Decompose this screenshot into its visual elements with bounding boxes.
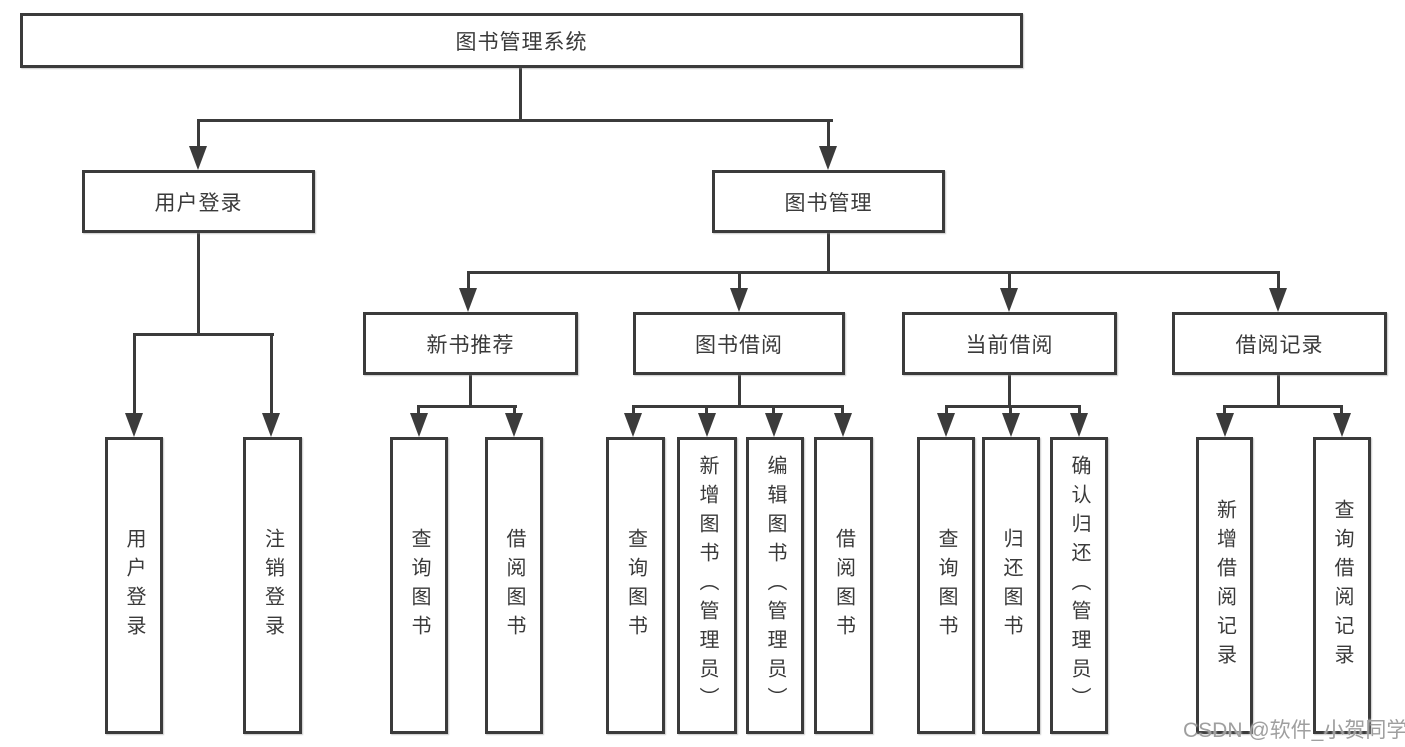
connector-drop xyxy=(1223,405,1226,417)
node-new-book-recommend-label: 新书推荐 xyxy=(426,333,515,357)
node-current-borrow-label: 当前借阅 xyxy=(965,333,1054,357)
leaf-query-book-newrec-label: 查询图书 xyxy=(408,527,430,644)
connector-bookborrow-stem xyxy=(738,373,741,408)
connector-drop xyxy=(705,405,708,417)
connector-level3-hbar xyxy=(467,271,1280,274)
leaf-return-book: 归还图书 xyxy=(982,437,1040,734)
connector-newbook-stem xyxy=(469,373,472,408)
node-root-label: 图书管理系统 xyxy=(455,30,588,54)
leaf-query-book-newrec: 查询图书 xyxy=(390,437,448,734)
connector-bookborrow-hbar xyxy=(632,405,844,408)
leaf-edit-book-admin-label: 编辑图书（管理员） xyxy=(764,455,786,716)
leaf-add-borrow-record-label: 新增借阅记录 xyxy=(1213,498,1236,673)
node-book-borrow-label: 图书借阅 xyxy=(695,333,783,357)
connector-level1-hbar xyxy=(197,119,833,122)
connector-currentborrow-stem xyxy=(1008,373,1011,408)
arrow-down-icon xyxy=(1070,413,1088,437)
connector-drop xyxy=(513,405,516,417)
arrow-down-icon xyxy=(410,413,428,437)
arrow-down-icon xyxy=(125,413,143,437)
leaf-add-book-admin: 新增图书（管理员） xyxy=(677,437,737,734)
node-borrow-records: 借阅记录 xyxy=(1172,312,1387,375)
connector-drop-leaf-logout xyxy=(270,333,273,417)
connector-userlogin-stem xyxy=(197,231,200,336)
leaf-confirm-return-admin-label: 确认归还（管理员） xyxy=(1068,455,1090,716)
connector-drop xyxy=(841,405,844,417)
arrow-down-icon xyxy=(1002,413,1020,437)
leaf-borrow-book-label: 借阅图书 xyxy=(832,527,855,644)
connector-borrowrecords-stem xyxy=(1277,373,1280,408)
connector-borrowrecords-hbar xyxy=(1223,405,1343,408)
node-book-borrow: 图书借阅 xyxy=(633,312,845,375)
arrow-down-icon xyxy=(698,413,716,437)
leaf-query-book-borrow: 查询图书 xyxy=(606,437,665,734)
connector-drop xyxy=(772,405,775,417)
node-borrow-records-label: 借阅记录 xyxy=(1235,333,1324,357)
arrow-down-icon xyxy=(1333,413,1351,437)
leaf-query-borrow-record-label: 查询借阅记录 xyxy=(1331,498,1353,673)
arrow-down-icon xyxy=(1216,413,1234,437)
connector-drop-book-borrow xyxy=(738,271,741,291)
connector-drop xyxy=(1340,405,1343,417)
leaf-borrow-book-newrec: 借阅图书 xyxy=(485,437,543,734)
leaf-query-book-borrow-label: 查询图书 xyxy=(624,527,647,644)
arrow-down-icon xyxy=(459,288,477,312)
connector-drop xyxy=(1078,405,1081,417)
arrow-down-icon xyxy=(624,413,642,437)
leaf-add-book-admin-label: 新增图书（管理员） xyxy=(696,455,718,716)
node-user-login: 用户登录 xyxy=(82,170,315,233)
connector-drop-book-management xyxy=(827,119,830,149)
node-new-book-recommend: 新书推荐 xyxy=(363,312,578,375)
connector-drop-current-borrow xyxy=(1008,271,1011,291)
arrow-down-icon xyxy=(819,146,837,170)
arrow-down-icon xyxy=(189,146,207,170)
leaf-query-book-current: 查询图书 xyxy=(917,437,975,734)
leaf-confirm-return-admin: 确认归还（管理员） xyxy=(1050,437,1108,734)
connector-drop-leaf-user-login xyxy=(133,333,136,417)
leaf-user-login: 用户登录 xyxy=(105,437,163,734)
node-current-borrow: 当前借阅 xyxy=(902,312,1117,375)
connector-drop-borrow-records xyxy=(1277,271,1280,291)
leaf-borrow-book: 借阅图书 xyxy=(814,437,873,734)
leaf-user-login-label: 用户登录 xyxy=(123,527,145,644)
connector-drop xyxy=(632,405,635,417)
leaf-edit-book-admin: 编辑图书（管理员） xyxy=(746,437,804,734)
node-book-management-label: 图书管理 xyxy=(784,191,873,215)
node-root: 图书管理系统 xyxy=(20,13,1023,68)
leaf-borrow-book-newrec-label: 借阅图书 xyxy=(503,527,525,644)
leaf-add-borrow-record: 新增借阅记录 xyxy=(1196,437,1253,734)
arrow-down-icon xyxy=(1269,288,1287,312)
arrow-down-icon xyxy=(505,413,523,437)
node-book-management: 图书管理 xyxy=(712,170,945,233)
arrow-down-icon xyxy=(834,413,852,437)
leaf-query-borrow-record: 查询借阅记录 xyxy=(1313,437,1371,734)
csdn-watermark: CSDN @软件_小贺同学 xyxy=(1183,719,1405,742)
arrow-down-icon xyxy=(765,413,783,437)
connector-drop xyxy=(945,405,948,417)
connector-drop xyxy=(1009,405,1012,417)
connector-drop-user-login xyxy=(197,119,200,149)
arrow-down-icon xyxy=(730,288,748,312)
arrow-down-icon xyxy=(262,413,280,437)
arrow-down-icon xyxy=(937,413,955,437)
arrow-down-icon xyxy=(1000,288,1018,312)
leaf-query-book-current-label: 查询图书 xyxy=(935,527,957,644)
node-user-login-label: 用户登录 xyxy=(154,191,243,215)
connector-root-stem xyxy=(519,66,522,122)
connector-newbook-hbar xyxy=(417,405,517,408)
connector-currentborrow-hbar xyxy=(945,405,1081,408)
connector-drop xyxy=(417,405,420,417)
connector-drop-new-book xyxy=(467,271,470,291)
leaf-return-book-label: 归还图书 xyxy=(1000,527,1022,644)
leaf-logout-label: 注销登录 xyxy=(261,527,284,644)
connector-userlogin-hbar xyxy=(133,333,274,336)
leaf-logout: 注销登录 xyxy=(243,437,302,734)
connector-bookmgmt-stem xyxy=(827,231,830,274)
